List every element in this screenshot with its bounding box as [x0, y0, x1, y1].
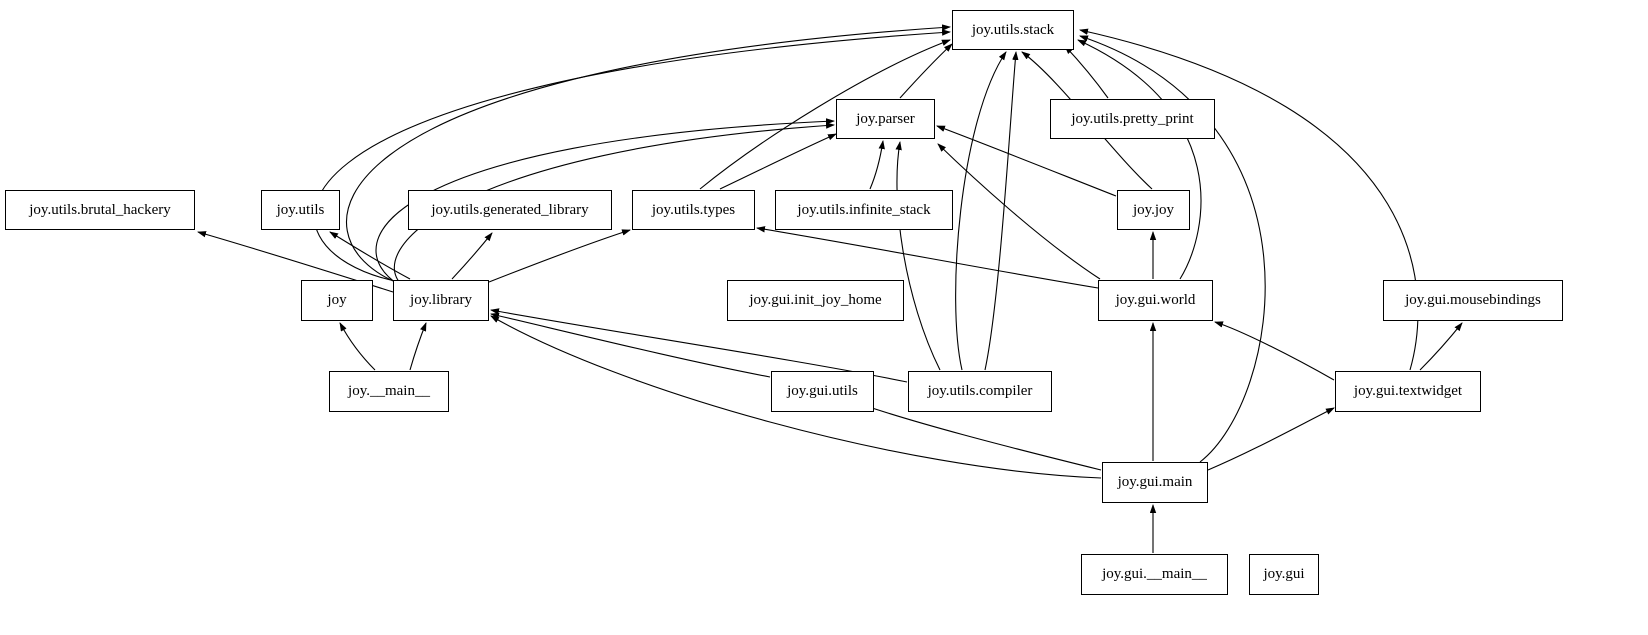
graph-node-joy.gui.utils[interactable]: joy.gui.utils	[771, 371, 874, 412]
graph-node-label: joy.gui.main	[1117, 474, 1193, 490]
graph-edge-joy.parser-to-joy.utils.stack	[899, 43, 953, 99]
graph-node-label: joy.library	[410, 292, 472, 308]
graph-node-label: joy.joy	[1132, 201, 1175, 218]
graph-node-label: joy.gui	[1263, 566, 1305, 582]
graph-edge-joy.utils.compiler-to-joy.parser	[895, 141, 941, 371]
graph-node-joy.__main__[interactable]: joy.__main__	[329, 371, 449, 412]
graph-node-joy.gui.main[interactable]: joy.gui.main	[1102, 462, 1208, 503]
graph-edge-joy.utils.infinite_stack-to-joy.parser	[869, 140, 885, 190]
graph-edge-joy.gui.world-to-joy.utils.stack	[1077, 39, 1202, 280]
graph-node-joy.joy[interactable]: joy.joy	[1117, 190, 1190, 230]
graph-node-label: joy.utils.generated_library	[431, 201, 589, 218]
graph-edge-joy.gui.utils-to-joy.library	[490, 312, 771, 378]
graph-edge-joy.utils.types-to-joy.parser	[719, 133, 837, 190]
graph-node-label: joy.gui.textwidget	[1353, 383, 1463, 399]
graph-node-joy.utils.infinite_stack[interactable]: joy.utils.infinite_stack	[775, 190, 953, 230]
graph-node-label: joy.utils	[276, 201, 325, 218]
graph-edge-joy.gui.textwidget-to-joy.gui.mousebindings	[1419, 322, 1463, 371]
graph-node-joy.utils.generated_library[interactable]: joy.utils.generated_library	[408, 190, 612, 230]
graph-edge-joy.library-to-joy.utils.stack	[345, 24, 951, 284]
graph-node-label: joy	[327, 292, 347, 308]
graph-node-joy.gui.world[interactable]: joy.gui.world	[1098, 280, 1213, 321]
graph-node-label: joy.gui.utils	[787, 383, 858, 399]
graph-node-label: joy.utils.stack	[971, 21, 1055, 38]
graph-edge-joy.library-to-joy.utils.stack	[313, 29, 951, 282]
graph-edge-joy.gui.textwidget-to-joy.gui.world	[1214, 321, 1335, 381]
graph-node-joy.utils.stack[interactable]: joy.utils.stack	[952, 10, 1074, 50]
graph-node-label: joy.utils.compiler	[927, 383, 1033, 399]
graph-edge-joy.gui.world-to-joy.utils.types	[756, 226, 1099, 289]
graph-edge-joy.library-to-joy.utils.generated_library	[451, 232, 493, 280]
graph-edge-joy.__main__-to-joy.library	[409, 322, 427, 371]
graph-node-label: joy.utils.infinite_stack	[797, 201, 931, 218]
graph-node-joy.utils[interactable]: joy.utils	[261, 190, 340, 230]
graph-node-joy[interactable]: joy	[301, 280, 373, 321]
graph-node-joy.utils.compiler[interactable]: joy.utils.compiler	[908, 371, 1052, 412]
graph-node-label: joy.parser	[856, 110, 915, 127]
graph-edge-joy.gui.main-to-joy.gui.textwidget	[1207, 407, 1335, 471]
graph-node-label: joy.utils.types	[651, 201, 736, 218]
graph-node-joy.gui.__main__[interactable]: joy.gui.__main__	[1081, 554, 1228, 595]
graph-edge-joy.utils.pretty_print-to-joy.utils.stack	[1064, 45, 1109, 99]
graph-node-joy.gui[interactable]: joy.gui	[1249, 554, 1319, 595]
graph-node-joy.utils.pretty_print[interactable]: joy.utils.pretty_print	[1050, 99, 1215, 139]
graph-node-label: joy.gui.world	[1115, 292, 1196, 308]
graph-edge-joy.gui.world-to-joy.parser	[937, 143, 1101, 280]
graph-node-joy.utils.types[interactable]: joy.utils.types	[632, 190, 755, 230]
graph-edge-joy.__main__-to-joy	[339, 322, 376, 371]
graph-edge-joy.library-to-joy.utils	[329, 231, 411, 280]
graph-edge-joy.library-to-joy.utils.types	[488, 229, 631, 283]
graph-node-joy.parser[interactable]: joy.parser	[836, 99, 935, 139]
graph-node-label: joy.utils.pretty_print	[1071, 110, 1194, 127]
graph-node-joy.utils.brutal_hackery[interactable]: joy.utils.brutal_hackery	[5, 190, 195, 230]
graph-node-label: joy.__main__	[348, 383, 430, 399]
graph-node-joy.gui.mousebindings[interactable]: joy.gui.mousebindings	[1383, 280, 1563, 321]
graph-node-label: joy.gui.mousebindings	[1405, 292, 1541, 308]
graph-node-label: joy.gui.init_joy_home	[749, 292, 882, 308]
graph-node-label: joy.utils.brutal_hackery	[29, 201, 171, 218]
graph-node-label: joy.gui.__main__	[1102, 566, 1207, 582]
graph-edge-joy.utils.compiler-to-joy.utils.stack	[984, 51, 1019, 371]
graph-edge-joy.utils.compiler-to-joy.utils.stack	[955, 51, 1007, 371]
graph-node-joy.library[interactable]: joy.library	[393, 280, 489, 321]
graph-node-joy.gui.init_joy_home[interactable]: joy.gui.init_joy_home	[727, 280, 904, 321]
graph-node-joy.gui.textwidget[interactable]: joy.gui.textwidget	[1335, 371, 1481, 412]
